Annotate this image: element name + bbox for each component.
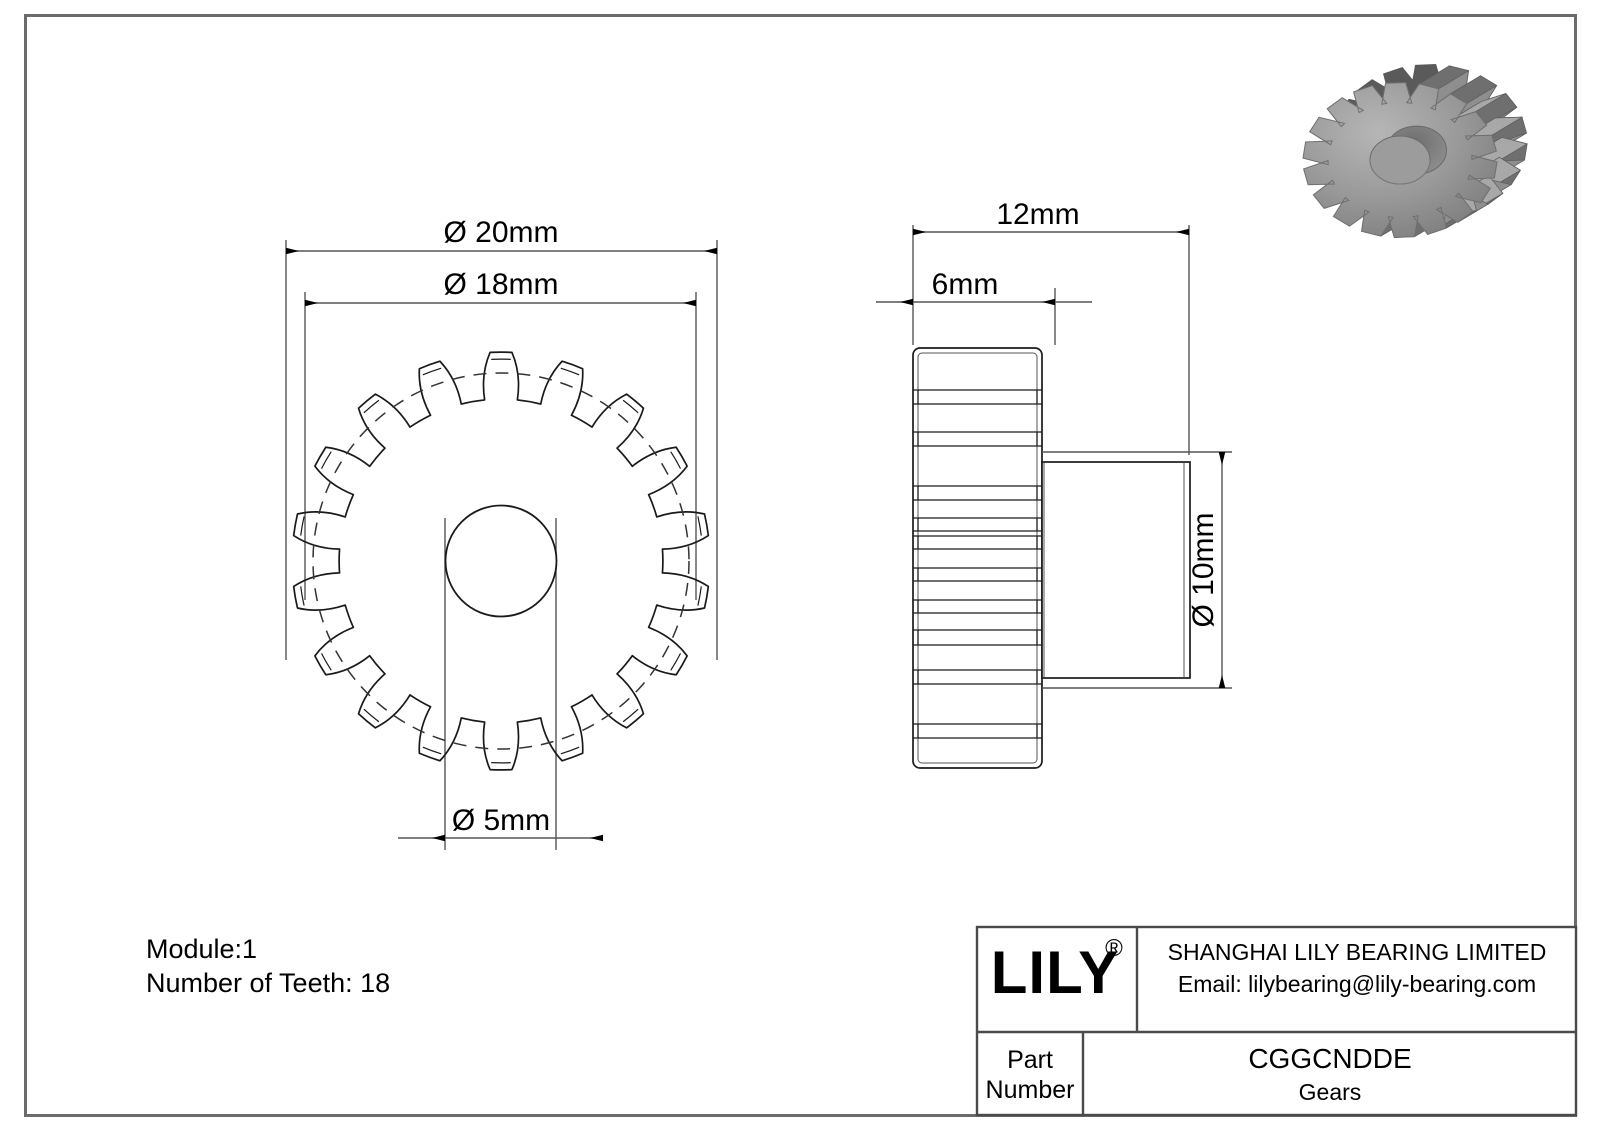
part-category: Gears [1299,1079,1362,1105]
dim-pitch-diameter-label: Ø 18mm [443,268,558,301]
dim-hub-diameter-label: Ø 10mm [1187,512,1220,627]
dim-overall-width: 12mm [913,198,1189,236]
dim-face-width: 6mm [876,268,1092,306]
gear-tooth-tip-highlights [300,358,702,764]
lily-logo-text: LILY [991,939,1119,1006]
side-view-hub [1041,461,1191,679]
bore-circle [444,504,558,618]
dim-bore-diameter-label: Ø 5mm [452,804,550,837]
side-view-tooth-bands [913,389,1042,739]
registered-trademark-icon: ® [1105,935,1123,962]
title-block: LILY ® SHANGHAI LILY BEARING LIMITED Ema… [975,925,1578,1117]
dim-overall-width-label: 12mm [996,198,1079,231]
side-view: 12mm 6mm Ø 10mm [876,198,1232,769]
dim-pitch-diameter: Ø 18mm [305,268,696,307]
isometric-gear-render [1302,63,1528,239]
part-number-value: CGGCNDDE [1248,1043,1411,1074]
spec-notes: Module:1 Number of Teeth: 18 [146,934,390,998]
sheet-border [24,14,1577,1117]
front-view: Ø 20mm Ø 18mm Ø 5mm [285,216,718,850]
dim-bore-diameter: Ø 5mm [398,804,603,842]
spec-teeth: Number of Teeth: 18 [146,968,390,998]
part-number-label-line2: Number [986,1076,1075,1104]
side-view-gear-body [912,347,1043,769]
dim-hub-diameter: Ø 10mm [1187,452,1226,688]
pitch-circle [312,372,690,750]
company-email: Email: lilybearing@lily-bearing.com [1178,971,1536,997]
dim-outside-diameter: Ø 20mm [286,216,717,255]
gear-tooth-profile [292,351,710,771]
dim-face-width-label: 6mm [932,268,999,301]
spec-module: Module:1 [146,934,257,964]
dim-outside-diameter-label: Ø 20mm [443,216,558,249]
part-number-label-line1: Part [1007,1046,1053,1074]
company-name: SHANGHAI LILY BEARING LIMITED [1168,939,1547,965]
side-view-extension-lines [912,225,1232,689]
